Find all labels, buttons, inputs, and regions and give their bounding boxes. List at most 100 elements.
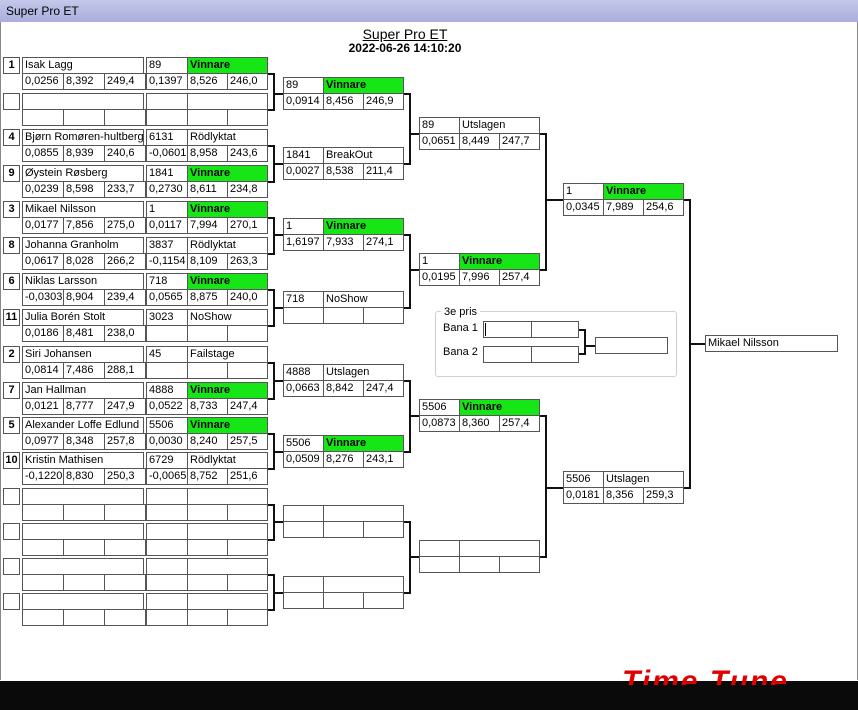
match-result: Utslagen <box>323 364 404 381</box>
entry-checkbox[interactable] <box>3 593 20 610</box>
driver-name[interactable] <box>22 558 144 575</box>
speed <box>104 609 146 626</box>
driver-name[interactable]: Jan Hallman <box>22 382 144 399</box>
bracket-line <box>273 521 283 523</box>
lane2-value[interactable] <box>531 346 579 363</box>
elapsed-time <box>63 109 105 126</box>
bracket-line <box>273 451 283 453</box>
opponent-speed: 247,4 <box>227 398 268 415</box>
bracket-line <box>268 574 274 576</box>
opponent-elapsed-time <box>187 574 228 591</box>
driver-name[interactable]: Johanna Granholm <box>22 237 144 254</box>
bracket-line <box>689 343 705 345</box>
match-result <box>323 576 404 593</box>
driver-name[interactable]: Øystein Røsberg <box>22 165 144 182</box>
opponent-car-number: 5506 <box>146 417 188 434</box>
entry-checkbox[interactable] <box>3 488 20 505</box>
bracket-line <box>273 307 283 309</box>
speed <box>104 574 146 591</box>
car-number: 1 <box>283 218 325 235</box>
speed <box>104 504 146 521</box>
match-result: Vinnare <box>459 399 540 416</box>
opponent-reaction-time: -0,1154 <box>146 253 188 270</box>
driver-name[interactable]: Isak Lagg <box>22 57 144 74</box>
elapsed-time: 8,449 <box>459 133 500 150</box>
driver-name[interactable]: Julia Borén Stolt <box>22 309 144 326</box>
speed: 247,9 <box>104 398 146 415</box>
elapsed-time <box>63 504 105 521</box>
reaction-time: 0,0977 <box>22 433 64 450</box>
car-number: 718 <box>283 291 325 308</box>
match-result: Vinnare <box>323 218 404 235</box>
entry-checkbox[interactable] <box>3 558 20 575</box>
opponent-car-number: 6729 <box>146 452 188 469</box>
match-result: Vinnare <box>187 382 268 399</box>
lane1-input[interactable] <box>483 321 532 338</box>
bracket-line <box>273 234 283 236</box>
bracket-line <box>409 269 419 271</box>
car-number: 1 <box>419 253 461 270</box>
match-result: Utslagen <box>459 117 540 134</box>
opponent-elapsed-time: 8,526 <box>187 73 228 90</box>
opponent-speed <box>227 325 268 342</box>
elapsed-time <box>63 574 105 591</box>
bracket-line <box>404 451 410 453</box>
opponent-reaction-time: 0,2730 <box>146 181 188 198</box>
speed: 259,3 <box>643 487 684 504</box>
reaction-time: 0,0186 <box>22 325 64 342</box>
lane2-input[interactable] <box>483 346 532 363</box>
entry-checkbox[interactable] <box>3 93 20 110</box>
reaction-time <box>283 592 324 609</box>
reaction-time: 0,0195 <box>419 269 460 286</box>
opponent-elapsed-time <box>187 362 228 379</box>
match-result: Vinnare <box>603 183 684 200</box>
match-result <box>459 540 540 557</box>
reaction-time <box>419 556 460 573</box>
driver-name[interactable] <box>22 523 144 540</box>
reaction-time: 0,0873 <box>419 415 460 432</box>
text-caret <box>485 323 486 336</box>
bracket-line <box>404 592 410 594</box>
driver-name[interactable] <box>22 488 144 505</box>
elapsed-time: 8,392 <box>63 73 105 90</box>
seed-number: 1 <box>3 57 20 74</box>
elapsed-time <box>63 539 105 556</box>
bracket-line <box>545 199 563 201</box>
opponent-car-number <box>146 593 188 610</box>
bracket-line <box>545 487 563 489</box>
reaction-time: 0,0914 <box>283 93 324 110</box>
bracket-line <box>584 345 595 347</box>
driver-name[interactable]: Kristin Mathisen <box>22 452 144 469</box>
opponent-speed: 263,3 <box>227 253 268 270</box>
opponent-speed <box>227 609 268 626</box>
car-number: 1 <box>563 183 605 200</box>
driver-name[interactable]: Niklas Larsson <box>22 273 144 290</box>
driver-name[interactable]: Alexander Loffe Edlund <box>22 417 144 434</box>
bracket-line <box>268 609 274 611</box>
elapsed-time <box>323 592 364 609</box>
driver-name[interactable] <box>22 593 144 610</box>
car-number <box>419 540 461 557</box>
entry-checkbox[interactable] <box>3 523 20 540</box>
opponent-car-number: 6131 <box>146 129 188 146</box>
car-number: 5506 <box>563 471 605 488</box>
opponent-reaction-time <box>146 362 188 379</box>
bracket-line <box>268 181 274 183</box>
driver-name[interactable]: Mikael Nilsson <box>22 201 144 218</box>
elapsed-time: 8,276 <box>323 451 364 468</box>
car-number: 5506 <box>419 399 461 416</box>
opponent-speed: 246,0 <box>227 73 268 90</box>
driver-name[interactable]: Bjørn Romøren-hultberg <box>22 129 144 146</box>
driver-name[interactable] <box>22 93 144 110</box>
opponent-reaction-time: 0,0030 <box>146 433 188 450</box>
lane1-value[interactable] <box>531 321 579 338</box>
match-result: Vinnare <box>187 417 268 434</box>
opponent-reaction-time <box>146 109 188 126</box>
opponent-speed <box>227 362 268 379</box>
speed: 254,6 <box>643 199 684 216</box>
opponent-car-number: 1841 <box>146 165 188 182</box>
driver-name[interactable]: Siri Johansen <box>22 346 144 363</box>
match-result: Vinnare <box>459 253 540 270</box>
match-result: BreakOut <box>323 147 404 164</box>
reaction-time: 0,0509 <box>283 451 324 468</box>
